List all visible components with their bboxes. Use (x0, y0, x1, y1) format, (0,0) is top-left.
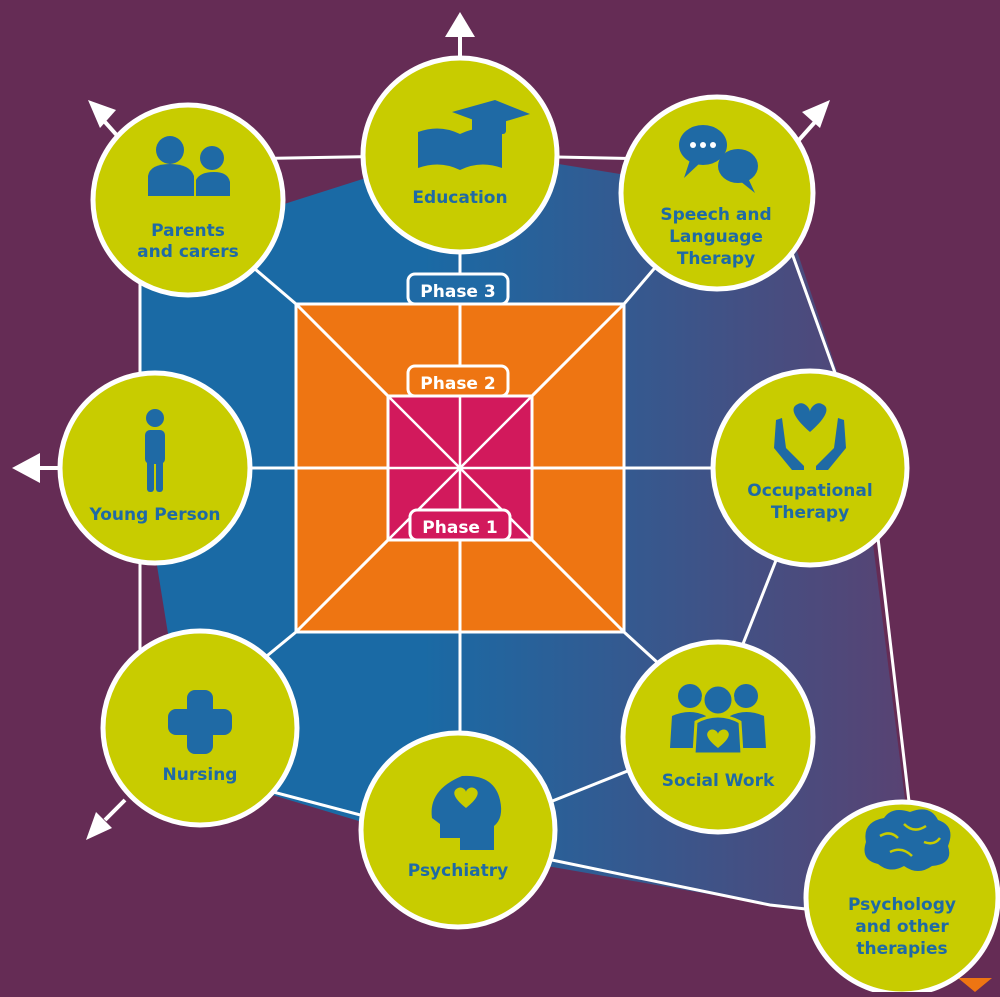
node-nursing-label: Nursing (163, 765, 238, 785)
plus-cross-icon (168, 690, 232, 754)
phase-3-label: Phase 3 (420, 282, 495, 302)
phase-1-tab: Phase 1 (408, 508, 512, 542)
node-psychiatry-label: Psychiatry (408, 861, 508, 881)
head-heart-icon (431, 775, 502, 850)
brain-icon (864, 809, 951, 871)
hands-heart-icon (774, 403, 846, 470)
node-social-work[interactable]: Social Work (620, 639, 816, 835)
phase-2-tab: Phase 2 (406, 364, 510, 398)
parent-child-icon (148, 136, 230, 196)
phase-3-tab: Phase 3 (406, 272, 510, 306)
node-psychiatry[interactable]: Psychiatry (358, 730, 558, 930)
node-nursing[interactable]: Nursing (100, 628, 300, 828)
phase-1-label: Phase 1 (422, 518, 497, 538)
book-graduation-cap-icon (418, 100, 530, 170)
node-young-person-label: Young Person (89, 505, 221, 525)
group-heart-icon (670, 683, 766, 756)
node-education-label: Education (412, 188, 507, 208)
node-social-work-label: Social Work (662, 771, 775, 791)
node-education[interactable]: Education (360, 55, 560, 255)
node-young-person[interactable]: Young Person (57, 370, 253, 566)
person-icon (145, 409, 165, 492)
arrow-down-right-orange (958, 978, 992, 992)
arrow-left (12, 453, 65, 483)
speech-bubbles-icon (679, 125, 758, 193)
phase-2-label: Phase 2 (420, 374, 495, 394)
arrow-down-left (86, 798, 127, 840)
